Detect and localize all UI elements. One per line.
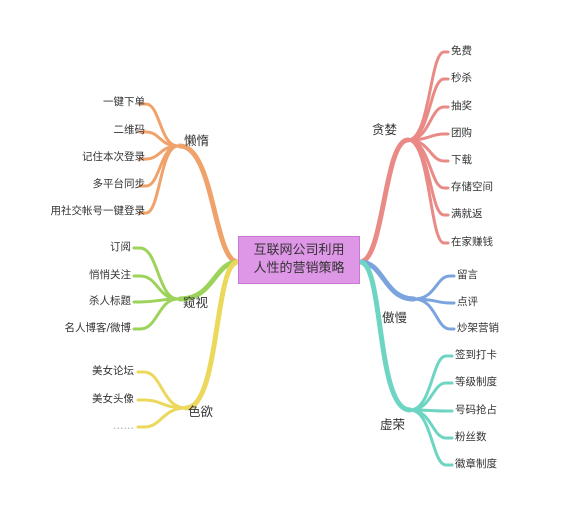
branch-greed-trunk bbox=[357, 137, 411, 265]
greed-connector-8 bbox=[406, 138, 450, 245]
branch-vanity-trunk bbox=[357, 259, 413, 413]
peek-item-4: 名人博客/微博 bbox=[64, 322, 131, 334]
greed-item-6: 存储空间 bbox=[451, 181, 493, 193]
branch-lazy-label: 懒惰 bbox=[184, 133, 210, 148]
greed-item-7: 满就返 bbox=[451, 208, 483, 220]
branch-lazy-trunk bbox=[177, 143, 241, 265]
pride-connector-1 bbox=[412, 274, 456, 301]
greed-item-8: 在家赚钱 bbox=[451, 236, 493, 248]
branch-peek-label: 窥视 bbox=[183, 295, 209, 310]
vanity-item-2: 等级制度 bbox=[455, 376, 497, 388]
pride-item-3: 炒架营销 bbox=[457, 322, 499, 334]
lazy-item-1: 一键下单 bbox=[103, 96, 145, 108]
greed-item-3: 抽奖 bbox=[451, 100, 472, 112]
vanity-connector-5 bbox=[408, 408, 454, 467]
central-topic-line1: 互联网公司利用 bbox=[253, 243, 345, 258]
branch-lust-trunk bbox=[183, 259, 241, 411]
peek-item-1: 订阅 bbox=[110, 241, 131, 253]
peek-item-3: 杀人标题 bbox=[89, 295, 131, 307]
lazy-item-2: 二维码 bbox=[113, 124, 146, 136]
lazy-item-3: 记住本次登录 bbox=[82, 151, 145, 163]
pride-item-1: 留言 bbox=[457, 269, 478, 281]
lust-item-3: …… bbox=[113, 420, 134, 432]
vanity-item-4: 粉丝数 bbox=[455, 431, 487, 443]
greed-connector-2 bbox=[406, 77, 450, 142]
pride-item-2: 点评 bbox=[457, 296, 478, 308]
peek-item-2: 悄悄关注 bbox=[89, 269, 131, 281]
branch-lust-label: 色欲 bbox=[188, 404, 214, 419]
lazy-connector-1 bbox=[138, 102, 180, 148]
central-topic-line2: 人性的营销策略 bbox=[253, 261, 345, 276]
branch-vanity-label: 虚荣 bbox=[380, 417, 406, 432]
lazy-item-5: 用社交帐号一键登录 bbox=[50, 205, 146, 217]
lazy-connector-5 bbox=[138, 144, 180, 215]
lust-item-1: 美女论坛 bbox=[92, 365, 134, 377]
vanity-item-3: 号码抢占 bbox=[455, 404, 497, 416]
greed-item-5: 下载 bbox=[451, 154, 472, 166]
central-topic: 互联网公司利用 人性的营销策略 bbox=[238, 236, 360, 284]
branch-pride-label: 傲慢 bbox=[382, 310, 408, 325]
lust-connector-3 bbox=[136, 406, 188, 429]
vanity-item-1: 签到打卡 bbox=[455, 349, 497, 361]
branch-greed-label: 贪婪 bbox=[372, 122, 398, 137]
peek-connector-4 bbox=[132, 297, 180, 331]
greed-item-2: 秒杀 bbox=[451, 72, 472, 84]
greed-item-1: 免费 bbox=[451, 45, 472, 57]
lust-item-2: 美女头像 bbox=[92, 393, 134, 405]
pride-connector-3 bbox=[412, 297, 456, 331]
greed-item-4: 团购 bbox=[451, 127, 472, 139]
lazy-item-4: 多平台同步 bbox=[92, 178, 146, 190]
lust-connector-2 bbox=[136, 398, 188, 410]
peek-connector-1 bbox=[132, 246, 180, 301]
vanity-item-5: 徽章制度 bbox=[455, 458, 497, 470]
